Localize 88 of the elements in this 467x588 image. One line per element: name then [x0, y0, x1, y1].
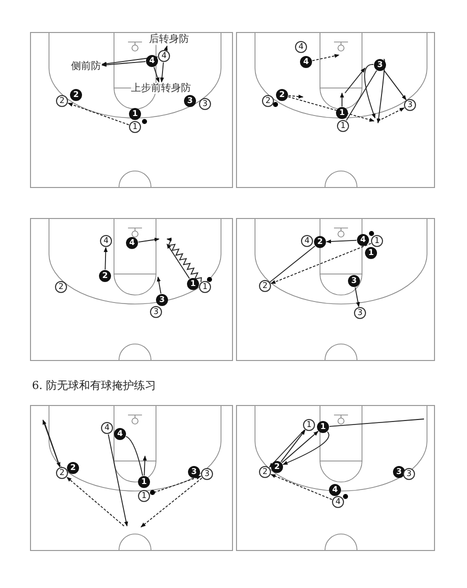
offense-player-marker: 2 [56, 95, 68, 107]
offense-player-marker: 1 [371, 235, 383, 247]
movement-arrow [44, 424, 60, 468]
pass-arrow [68, 102, 130, 126]
movement-arrow [102, 56, 158, 66]
movement-arrow [160, 62, 164, 82]
offense-player-marker: 2 [259, 466, 271, 478]
defender-marker: 4 [357, 234, 369, 246]
pass-arrow [288, 96, 374, 122]
movement-line [270, 246, 316, 282]
offense-player-marker: 3 [150, 306, 162, 318]
defender-marker: 1 [336, 107, 348, 119]
defender-marker: 3 [188, 466, 200, 478]
movement-arrow [326, 240, 357, 244]
defender-marker: 4 [146, 55, 158, 67]
defender-marker: 1 [365, 247, 377, 259]
offense-player-marker: 2 [262, 95, 274, 107]
offense-player-marker: 3 [403, 468, 415, 480]
offense-player-marker: 2 [259, 280, 271, 292]
defender-marker: 4 [126, 237, 138, 249]
defender-marker: 3 [348, 275, 360, 287]
movement-arrow [376, 58, 386, 124]
movement-arrow [364, 64, 376, 118]
defender-marker: 3 [374, 59, 386, 71]
movement-arrow [166, 244, 190, 279]
movement-line [346, 70, 378, 121]
defender-marker: 1 [317, 421, 329, 433]
defender-marker: 4 [300, 56, 312, 68]
offense-player-marker: 1 [199, 281, 211, 293]
defender-marker: 1 [138, 476, 150, 488]
offense-player-marker: 3 [201, 468, 213, 480]
pass-arrow [66, 476, 124, 526]
offense-player-marker: 4 [100, 235, 112, 247]
defender-marker: 2 [70, 89, 82, 101]
defender-marker: 4 [329, 484, 341, 496]
offense-player-marker: 4 [332, 496, 344, 508]
defender-marker: 2 [314, 236, 326, 248]
movement-arrow [102, 61, 146, 67]
defender-marker: 3 [393, 466, 405, 478]
offense-player-marker: 2 [56, 467, 68, 479]
defender-marker: 3 [184, 95, 196, 107]
movement-arrow [142, 456, 147, 476]
movement-arrow [282, 431, 330, 465]
movement-line [126, 436, 144, 476]
defense-label: 后转身防 [149, 34, 189, 45]
offense-player-marker: 4 [158, 50, 170, 62]
defender-marker: 4 [114, 428, 126, 440]
defender-marker: 1 [129, 108, 141, 120]
offense-player-marker: 3 [404, 99, 416, 111]
defender-marker: 2 [276, 89, 288, 101]
movement-arrow [354, 286, 360, 308]
movement-arrow [164, 46, 168, 51]
movement-arrow [154, 66, 160, 82]
offense-player-marker: 1 [303, 419, 315, 431]
movement-arrow [104, 247, 108, 270]
offense-player-marker: 4 [295, 41, 307, 53]
movement-arrow [280, 430, 306, 462]
pass-arrow [312, 54, 340, 62]
movement-arrow [138, 238, 160, 242]
movement-arrow [156, 276, 162, 294]
offense-player-marker: 1 [337, 120, 349, 132]
offense-player-marker: 4 [101, 422, 113, 434]
pass-arrow [270, 242, 372, 284]
movement-arrow [108, 434, 128, 526]
section-heading: 6. 防无球和有球掩护练习 [32, 380, 156, 392]
pass-arrow [140, 478, 202, 528]
offense-player-marker: 3 [354, 307, 366, 319]
defender-marker: 1 [187, 278, 199, 290]
movement-arrow [269, 429, 305, 468]
defense-label: 上步前转身防 [131, 83, 191, 94]
offense-player-marker: 3 [199, 98, 211, 110]
defender-marker: 2 [271, 461, 283, 473]
offense-player-marker: 4 [301, 235, 313, 247]
movement-arrow [383, 70, 407, 100]
offense-player-marker: 1 [129, 121, 141, 133]
pass-arrow [288, 94, 304, 99]
offense-player-marker: 2 [55, 281, 67, 293]
defense-label: 侧前防 [71, 61, 101, 72]
offense-player-marker: 1 [138, 490, 150, 502]
defender-marker: 2 [67, 462, 79, 474]
pass-arrow [270, 474, 332, 500]
defender-marker: 3 [156, 294, 168, 306]
movement-arrow [281, 430, 319, 464]
pass-arrow [378, 107, 405, 122]
defender-marker: 2 [99, 270, 111, 282]
dribble-arrow [166, 238, 202, 282]
movement-line [329, 418, 424, 427]
movement-arrow [340, 92, 344, 107]
